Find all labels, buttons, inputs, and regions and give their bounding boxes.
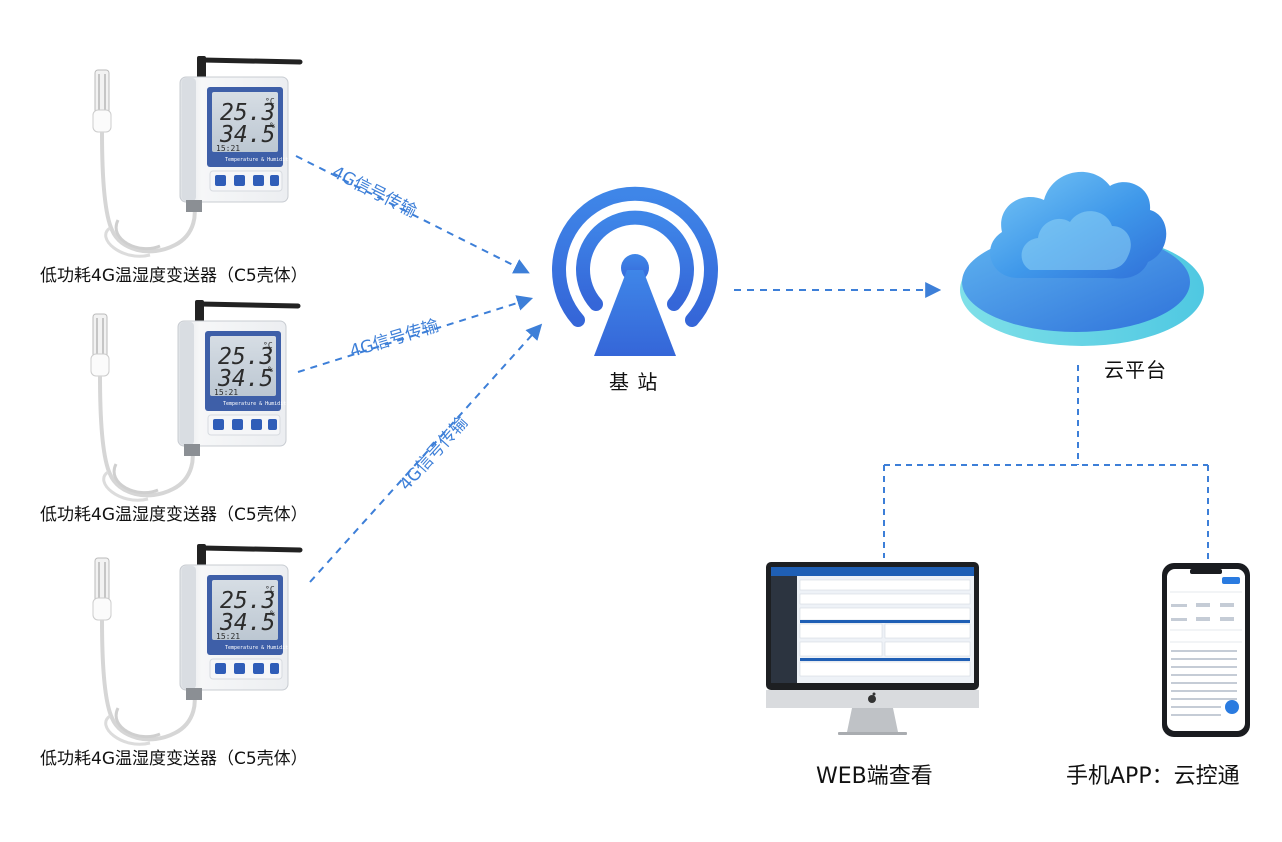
link-line-device3-to-tower xyxy=(309,323,543,583)
base-station-label: 基 站 xyxy=(609,370,659,394)
device-3-time: 15:21 xyxy=(216,632,240,641)
device-2-temp: 25.3 xyxy=(218,344,273,370)
web-view-label: WEB端查看 xyxy=(816,764,933,789)
device-1-label: 低功耗4G温湿度变送器（C5壳体） xyxy=(40,266,308,286)
device-artwork xyxy=(92,56,303,258)
device-2-hum: 34.5 xyxy=(217,366,273,392)
apple-logo-icon xyxy=(868,692,876,703)
probe-cable xyxy=(90,313,195,502)
device-3-hum: 34.5 xyxy=(219,610,275,636)
device-1-time: 15:21 xyxy=(216,144,240,153)
transmitter-device-2 xyxy=(90,300,301,502)
device-3-unit-c: °C xyxy=(265,585,275,594)
device-1-unit-pct: % xyxy=(270,121,275,130)
device-3-unit-pct: % xyxy=(270,609,275,618)
smartphone-icon xyxy=(1162,563,1250,737)
antenna-icon xyxy=(197,544,303,566)
monitor-icon xyxy=(766,562,979,735)
device-3-band: Temperature & Humidity xyxy=(225,645,291,651)
device-2-unit-c: °C xyxy=(263,341,273,350)
link-line-device2-to-tower xyxy=(297,295,534,373)
device-artwork xyxy=(90,300,301,502)
link-line-cloud-to-clients xyxy=(883,365,1209,562)
transmitter-device-3 xyxy=(92,544,303,746)
probe-cable xyxy=(92,69,197,258)
device-1-band: Temperature & Humidity xyxy=(225,157,291,163)
device-1-temp: 25.3 xyxy=(220,100,275,126)
device-1-hum: 34.5 xyxy=(219,122,275,148)
device-3-temp: 25.3 xyxy=(220,588,275,614)
device-2-label: 低功耗4G温湿度变送器（C5壳体） xyxy=(40,505,308,525)
cloud-icon xyxy=(960,171,1204,346)
transmitter-device-1 xyxy=(92,56,303,258)
link-line-device1-to-tower xyxy=(295,155,530,274)
mobile-app-label: 手机APP：云控通 xyxy=(1066,764,1240,789)
antenna-icon xyxy=(197,56,303,78)
device-2-band: Temperature & Humidity xyxy=(223,401,289,407)
device-1-unit-c: °C xyxy=(265,97,275,106)
antenna-icon xyxy=(195,300,301,322)
device-artwork xyxy=(92,544,303,746)
cloud-platform-label: 云平台 xyxy=(1104,358,1167,382)
device-3-label: 低功耗4G温湿度变送器（C5壳体） xyxy=(40,749,308,769)
device-2-time: 15:21 xyxy=(214,388,238,397)
probe-cable xyxy=(92,557,197,746)
device-2-unit-pct: % xyxy=(268,365,273,374)
signal-tower-icon xyxy=(552,186,718,356)
